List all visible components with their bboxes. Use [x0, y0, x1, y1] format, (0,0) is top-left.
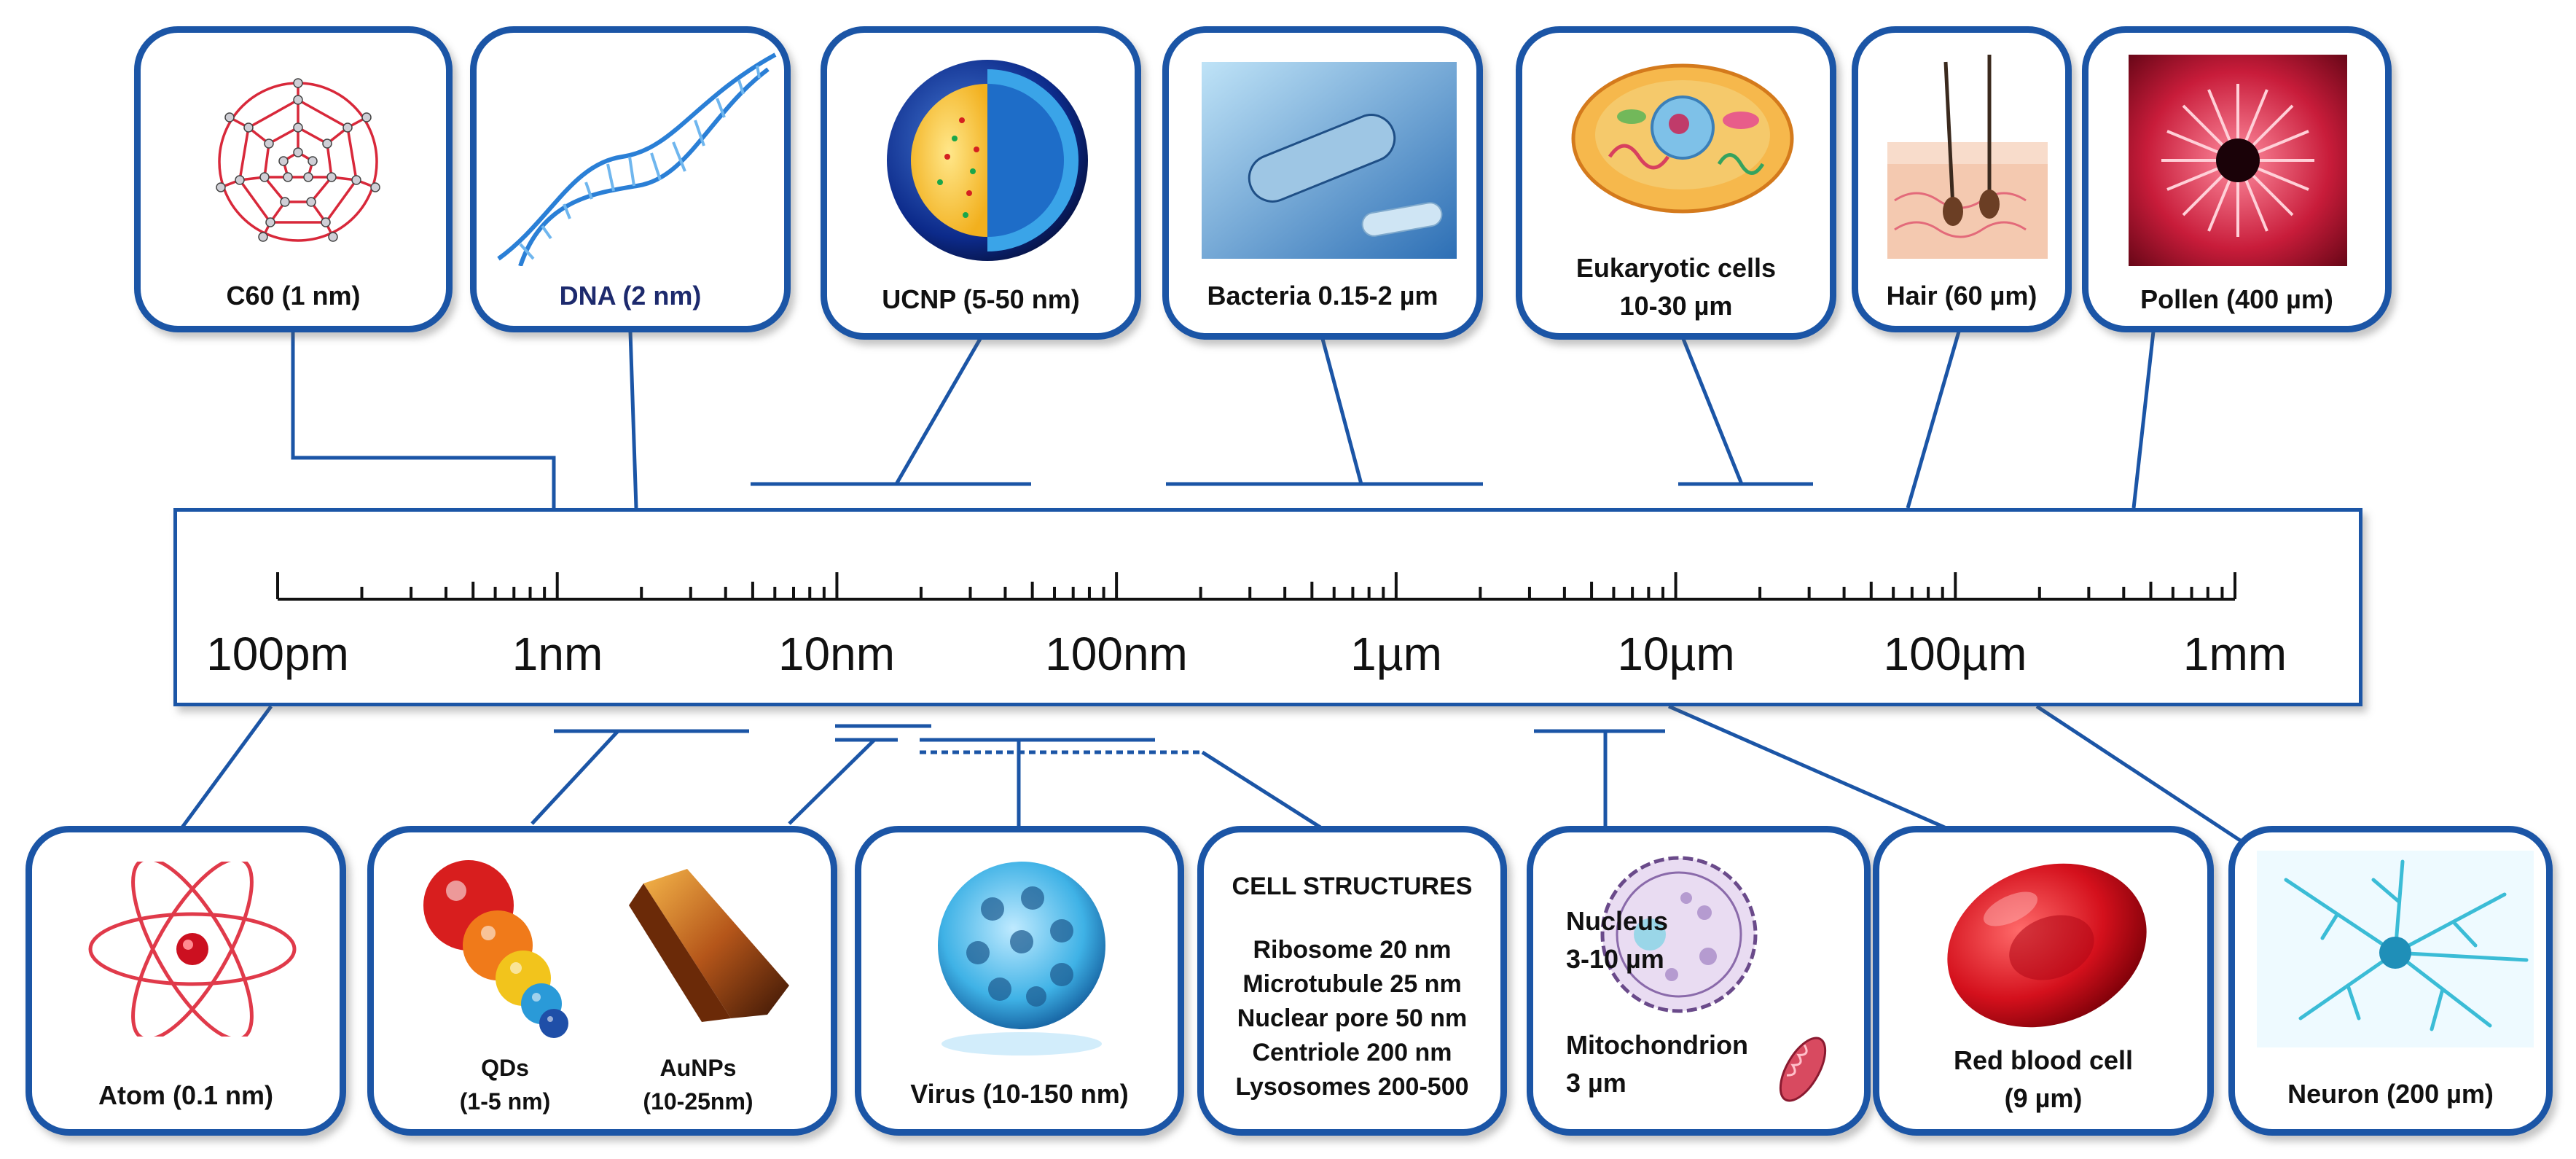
card-qds-aunps: QDs (1-5 nm) AuNPs (10-25nm) [367, 826, 837, 1136]
scale-label-1nm: 1nm [512, 628, 603, 680]
aunps-label-line2: (10-25nm) [643, 1088, 753, 1115]
connector-dna [628, 331, 638, 509]
card-c60: C60 (1 nm) [134, 26, 453, 332]
dna-helix-icon [497, 52, 777, 266]
card-ucnp: UCNP (5-50 nm) [821, 26, 1141, 340]
connector-pollen [2131, 331, 2156, 509]
connector-cell-structures [1201, 750, 1322, 830]
card-pollen: Pollen (400 µm) [2082, 26, 2392, 332]
qds-label-line2: (1-5 nm) [459, 1088, 551, 1115]
card-bacteria: Bacteria 0.15-2 µm [1162, 26, 1483, 340]
red-blood-cell-label-line1: Red blood cell [1953, 1045, 2134, 1075]
ucnp-nanoparticle-icon [887, 60, 1088, 261]
neuron-label: Neuron (200 µm) [2287, 1079, 2494, 1109]
gold-nanoparticle-icon [629, 869, 789, 1022]
connector-neuron [2035, 704, 2260, 855]
hair-skin-icon [1887, 55, 2048, 259]
atom-icon [88, 862, 297, 1037]
card-atom: Atom (0.1 nm) [26, 826, 346, 1136]
bacteria-icon [1202, 62, 1457, 259]
cell-structures-list: Ribosome 20 nm Microtubule 25 nm Nuclear… [1204, 933, 1500, 1104]
scale-label-100pm: 100pm [206, 628, 349, 680]
cell-structure-ribosome: Ribosome 20 nm [1253, 936, 1452, 964]
red-blood-cell-label-line2: (9 µm) [2004, 1083, 2083, 1113]
mitochondrion-icon [1779, 1037, 1827, 1102]
hair-label: Hair (60 µm) [1886, 281, 2037, 311]
quantum-dots-icon [423, 860, 568, 1038]
scale-label-100nm: 100nm [1045, 628, 1188, 680]
card-neuron: Neuron (200 µm) [2228, 826, 2553, 1136]
neuron-icon [2257, 851, 2534, 1047]
pollen-label: Pollen (400 µm) [2140, 284, 2333, 314]
virus-label: Virus (10-150 nm) [910, 1079, 1129, 1109]
scale-label-100um: 100µm [1883, 628, 2027, 680]
connector-ucnp [894, 337, 982, 485]
card-hair: Hair (60 µm) [1852, 26, 2072, 332]
connector-hair [1906, 331, 1961, 509]
mitochondrion-label-line2: 3 µm [1566, 1068, 1626, 1098]
mitochondrion-label-line1: Mitochondrion [1566, 1030, 1748, 1060]
bacteria-label: Bacteria 0.15-2 µm [1207, 281, 1438, 311]
cell-structure-centriole: Centriole 200 nm [1252, 1039, 1452, 1066]
scale-ruler [173, 508, 2362, 706]
nucleus-label-line2: 3-10 µm [1566, 944, 1664, 974]
eukaryotic-cells-label-line2: 10-30 µm [1619, 291, 1733, 321]
eukaryotic-cells-label-line1: Eukaryotic cells [1575, 253, 1777, 283]
cell-structure-nuclear-pore: Nuclear pore 50 nm [1237, 1004, 1468, 1032]
cell-structure-lysosomes: Lysosomes 200-500 [1235, 1073, 1469, 1101]
ucnp-label: UCNP (5-50 nm) [882, 284, 1080, 314]
connector-atom [180, 705, 273, 829]
red-blood-cell-icon [1947, 863, 2147, 1028]
connector-qds [531, 730, 619, 825]
connector-eukaryotic [1681, 338, 1744, 485]
card-nucleus-mitochondrion: Nucleus 3-10 µm Mitochondrion 3 µm [1527, 826, 1871, 1136]
scale-label-1mm: 1mm [2182, 628, 2287, 680]
scale-label-1um: 1µm [1350, 628, 1442, 680]
scale-label-10nm: 10nm [778, 628, 896, 680]
cell-structure-microtubule: Microtubule 25 nm [1242, 970, 1462, 998]
scale-label-10um: 10µm [1617, 628, 1735, 680]
card-cell-structures: CELL STRUCTURES Ribosome 20 nm Microtubu… [1197, 826, 1507, 1136]
cell-structures-title: CELL STRUCTURES [1232, 873, 1473, 900]
card-red-blood-cell: Red blood cell (9 µm) [1873, 826, 2214, 1136]
nucleus-icon [1600, 856, 1758, 1013]
c60-fullerene-icon [216, 78, 380, 242]
connector-c60 [291, 332, 556, 508]
nucleus-label-line1: Nucleus [1566, 906, 1669, 936]
connector-aunps [788, 738, 876, 825]
dna-label: DNA (2 nm) [559, 281, 702, 311]
atom-label: Atom (0.1 nm) [98, 1080, 273, 1110]
c60-label: C60 (1 nm) [226, 281, 361, 311]
virus-icon [938, 862, 1105, 1055]
card-virus: Virus (10-150 nm) [855, 826, 1184, 1136]
aunps-label-line1: AuNPs [659, 1055, 737, 1081]
eukaryotic-cell-icon [1571, 63, 1794, 214]
qds-label-line1: QDs [481, 1055, 529, 1081]
connector-rbc [1667, 704, 1954, 833]
card-eukaryotic-cells: Eukaryotic cells 10-30 µm [1516, 26, 1836, 340]
connector-bacteria [1320, 338, 1363, 485]
card-dna: DNA (2 nm) [470, 26, 791, 332]
pollen-icon [2129, 55, 2347, 266]
